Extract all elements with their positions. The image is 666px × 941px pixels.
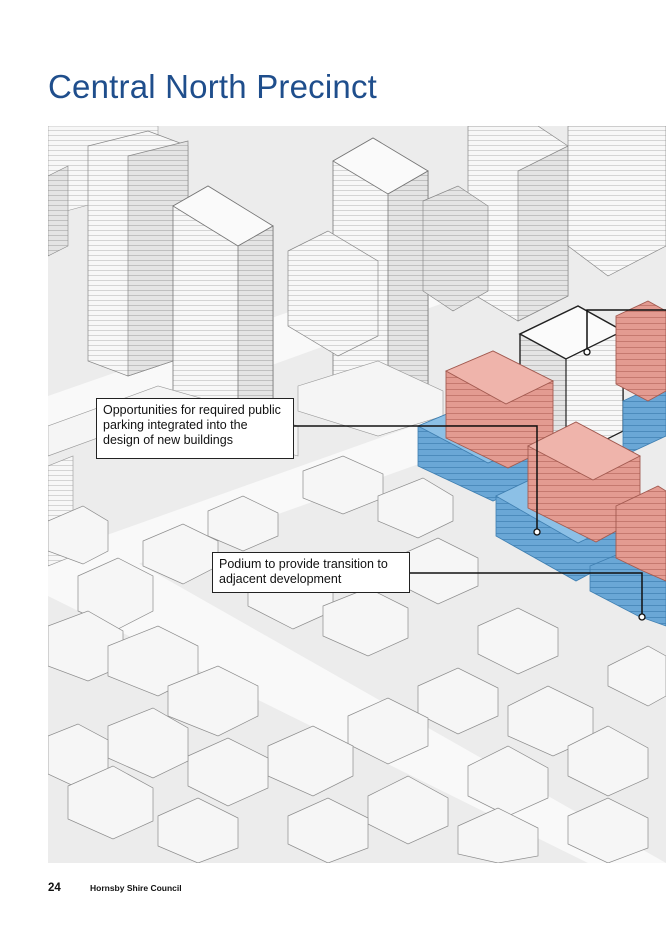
isometric-city-model [48, 126, 666, 863]
page-title: Central North Precinct [48, 68, 378, 105]
callout-public-parking: Opportunities for required public parkin… [96, 398, 294, 459]
publisher-name: Hornsby Shire Council [90, 883, 182, 893]
callout-podium-transition: Podium to provide transition to adjacent… [212, 552, 410, 593]
page-number: 24 [48, 882, 61, 894]
page-footer: 24 Hornsby Shire Council [48, 882, 182, 894]
precinct-massing-diagram [48, 126, 666, 863]
